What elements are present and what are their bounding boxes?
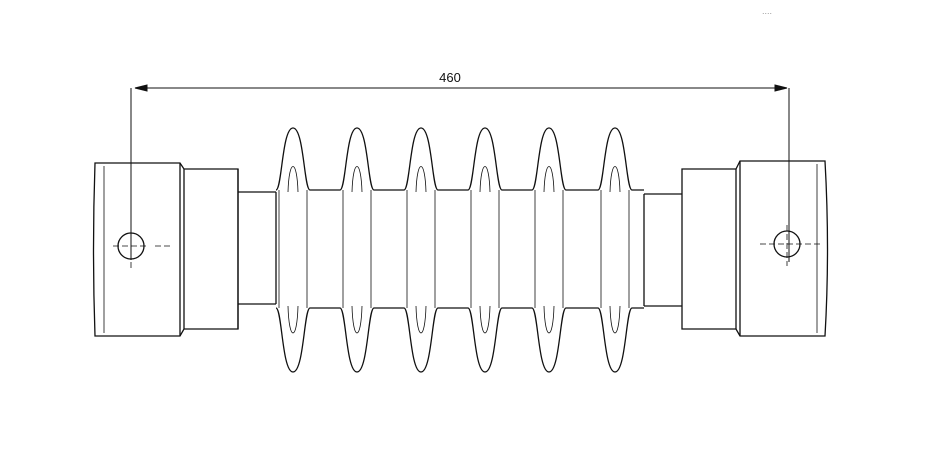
shed-inner-line bbox=[479, 166, 491, 334]
shed-inner-line bbox=[543, 166, 555, 334]
insulator-sheds bbox=[275, 127, 645, 373]
neck-tubes bbox=[238, 191, 682, 307]
right-pin-hole bbox=[760, 225, 822, 266]
left-end-fitting bbox=[92, 162, 239, 337]
bottom-shed-outline bbox=[275, 307, 644, 373]
top-shed-outline bbox=[275, 127, 644, 191]
shed-inner-line bbox=[609, 166, 621, 334]
shed-inner-line bbox=[287, 166, 299, 334]
right-end-fitting bbox=[681, 160, 829, 337]
shed-inner-line bbox=[415, 166, 427, 334]
dimension-460 bbox=[130, 84, 790, 262]
shed-inner-line bbox=[351, 166, 363, 334]
left-pin-hole bbox=[113, 226, 170, 268]
corner-mark: .... bbox=[762, 6, 772, 16]
dimension-label: 460 bbox=[439, 70, 461, 85]
